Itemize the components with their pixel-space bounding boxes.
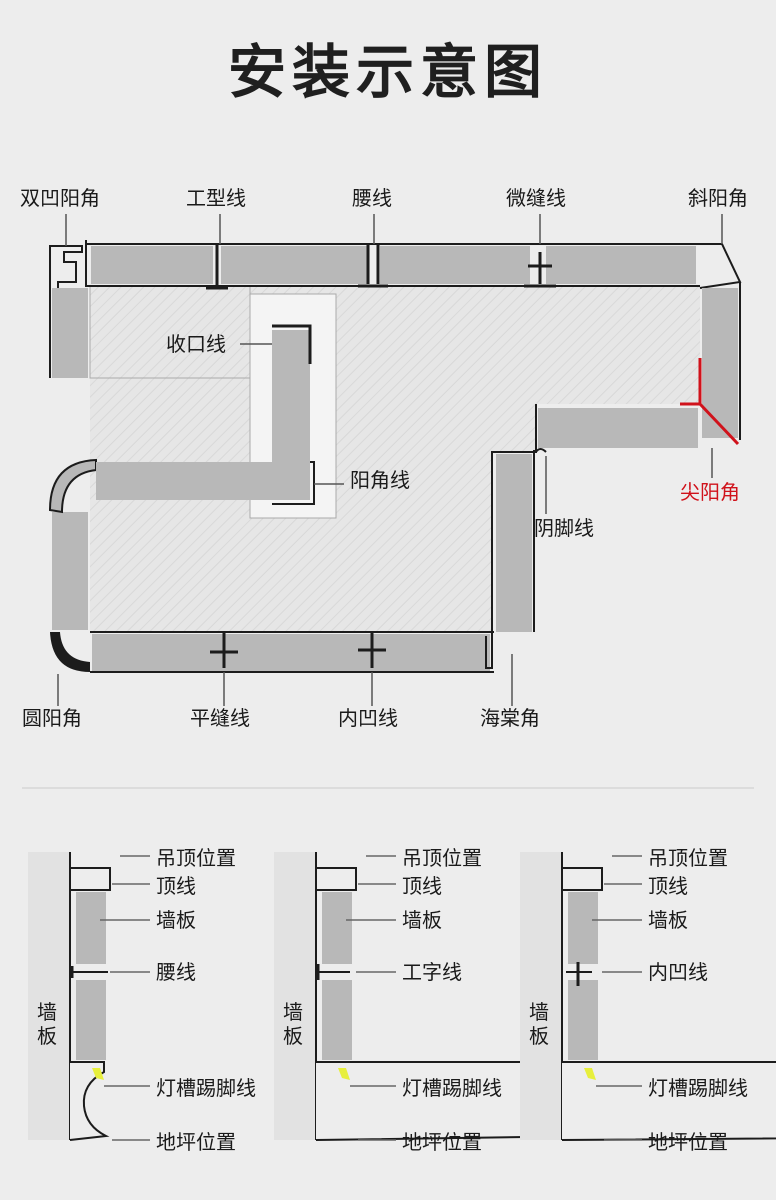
section-led-3 bbox=[584, 1068, 596, 1080]
section-wall-2 bbox=[274, 852, 316, 1140]
section-2-joint-label: 工字线 bbox=[402, 960, 462, 984]
section-panel-lower-2 bbox=[322, 980, 352, 1060]
section-1-top-line-label: 顶线 bbox=[156, 874, 196, 898]
top-wall-edge bbox=[85, 240, 700, 287]
wall-panel-right bbox=[702, 288, 738, 438]
section-2-top-line-label: 顶线 bbox=[402, 874, 442, 898]
label-outer-corner-line: 阳角线 bbox=[350, 468, 410, 492]
section-1-floor-label: 地坪位置 bbox=[156, 1130, 236, 1154]
page-title: 安装示意图 bbox=[227, 38, 548, 106]
section-2-wall-label: 墙板 bbox=[283, 1000, 303, 1048]
inner-skirting-profile bbox=[535, 448, 547, 453]
inner-groove-joint bbox=[358, 632, 386, 668]
section-led-1 bbox=[92, 1068, 104, 1080]
section-1-panel-label: 墙板 bbox=[156, 908, 196, 932]
label-bevel-corner: 斜阳角 bbox=[688, 186, 748, 210]
section-panel-lower-3 bbox=[568, 980, 598, 1060]
section-1-skirting-label: 灯槽踢脚线 bbox=[156, 1076, 256, 1100]
wall-panel-top-1 bbox=[91, 246, 213, 284]
flat-seam-joint bbox=[210, 632, 238, 668]
double-groove-corner-profile bbox=[49, 245, 83, 288]
label-round-corner: 圆阳角 bbox=[22, 706, 82, 730]
round-corner-lower bbox=[50, 632, 90, 672]
wall-panel-left-upper bbox=[52, 288, 88, 378]
section-led-2 bbox=[338, 1068, 350, 1080]
bevel-corner-profile bbox=[696, 243, 742, 289]
label-waist-line: 腰线 bbox=[352, 186, 392, 210]
section-3-skirting-label: 灯槽踢脚线 bbox=[648, 1076, 748, 1100]
wall-panel-middle-vertical bbox=[272, 330, 310, 500]
waist-line-joint bbox=[358, 244, 388, 288]
label-inner-skirting: 阴脚线 bbox=[534, 516, 594, 540]
label-flat-seam: 平缝线 bbox=[190, 706, 250, 730]
section-wall-3 bbox=[520, 852, 562, 1140]
label-inner-groove: 内凹线 bbox=[338, 706, 398, 730]
section-panel-upper-2 bbox=[322, 892, 352, 964]
section-1-joint-label: 腰线 bbox=[156, 960, 196, 984]
label-i-profile: 工型线 bbox=[186, 186, 246, 210]
i-profile-joint bbox=[206, 244, 228, 290]
section-3-top-line-label: 顶线 bbox=[648, 874, 688, 898]
label-double-groove-corner: 双凹阳角 bbox=[20, 186, 100, 210]
section-3-floor-label: 地坪位置 bbox=[648, 1130, 728, 1154]
section-top-line-3 bbox=[561, 867, 603, 891]
section-2-ceiling-label: 吊顶位置 bbox=[402, 846, 482, 870]
wall-panel-top-3 bbox=[380, 246, 530, 284]
step-wall-edge bbox=[491, 404, 537, 640]
label-micro-seam: 微缝线 bbox=[506, 186, 566, 210]
wall-panel-bottom bbox=[92, 634, 490, 672]
label-sharp-corner: 尖阳角 bbox=[680, 480, 740, 504]
section-2-floor-label: 地坪位置 bbox=[402, 1130, 482, 1154]
section-3-ceiling-label: 吊顶位置 bbox=[648, 846, 728, 870]
label-begonia-corner: 海棠角 bbox=[480, 706, 540, 730]
round-corner-upper bbox=[48, 458, 97, 514]
section-panel-lower-1 bbox=[76, 980, 106, 1060]
wall-panel-top-2 bbox=[221, 246, 367, 284]
section-skirting-3 bbox=[561, 1061, 776, 1141]
outer-corner-profile bbox=[272, 461, 315, 505]
section-1-wall-label: 墙板 bbox=[37, 1000, 57, 1048]
wall-panel-step bbox=[538, 408, 698, 448]
leader-lines bbox=[57, 214, 723, 706]
wall-panel-right-lower bbox=[496, 454, 532, 632]
closing-line-profile bbox=[272, 324, 312, 364]
label-closing-line: 收口线 bbox=[166, 332, 226, 356]
section-2-panel-label: 墙板 bbox=[402, 908, 442, 932]
section-3-wall-label: 墙板 bbox=[529, 1000, 549, 1048]
wall-panel-top-4 bbox=[546, 246, 696, 284]
section-wall-1 bbox=[28, 852, 70, 1140]
micro-seam-joint bbox=[524, 252, 556, 288]
section-top-line-2 bbox=[315, 867, 357, 891]
wall-panel-left-lower bbox=[52, 512, 88, 630]
section-2-skirting-label: 灯槽踢脚线 bbox=[402, 1076, 502, 1100]
section-3-panel-label: 墙板 bbox=[648, 908, 688, 932]
sharp-corner-profile bbox=[680, 358, 740, 446]
section-3-joint-label: 内凹线 bbox=[648, 960, 708, 984]
section-1-ceiling-label: 吊顶位置 bbox=[156, 846, 236, 870]
section-top-line-1 bbox=[69, 867, 111, 891]
begonia-corner-profile bbox=[485, 636, 493, 669]
room-floor bbox=[90, 286, 700, 632]
section-drawings bbox=[28, 852, 776, 1141]
section-panel-upper-1 bbox=[76, 892, 106, 964]
section-panel-upper-3 bbox=[568, 892, 598, 964]
